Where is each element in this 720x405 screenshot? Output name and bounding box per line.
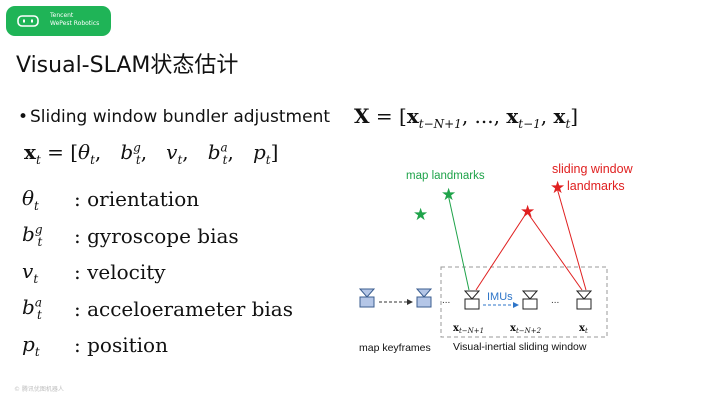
- bullet-marker: •: [18, 107, 29, 127]
- bullet-text: Sliding window bundler adjustment: [30, 107, 331, 127]
- var-description: : position: [74, 333, 168, 358]
- state-window-equation: X = [xt−N+1, ..., xt−1, xt]: [354, 104, 578, 131]
- frame-label-base: x: [579, 323, 586, 334]
- logo-line-2: WePest Robotics: [50, 20, 100, 27]
- eq-X-sep-2: ,: [540, 104, 554, 128]
- eq-x-eq: = [: [40, 140, 79, 164]
- variable-row: vt : velocity: [22, 254, 293, 291]
- robot-logo-icon: [17, 15, 39, 27]
- eq-x-term-p: p: [252, 140, 266, 164]
- eq-x-comma: ,: [227, 140, 253, 164]
- frame-label: xt−N+2: [510, 323, 542, 335]
- state-vector-equation: xt = [θt, bgt, vt, bat, pt]: [24, 140, 278, 167]
- variable-row: bgt : gyroscope bias: [22, 218, 293, 255]
- eq-X-term-3-sub: t: [565, 117, 571, 131]
- sliding-window-diagram: map landmarks sliding window landmarks ★…: [358, 162, 634, 354]
- ellipsis: ...: [442, 295, 450, 306]
- var-description: : acceloerameter bias: [74, 296, 293, 321]
- variable-row: bat : acceloerameter bias: [22, 291, 293, 328]
- variable-row: pt : position: [22, 327, 293, 364]
- frame-label: xt: [579, 323, 588, 335]
- eq-x-term-ba: b: [207, 140, 221, 164]
- eq-x-lhs-sub: t: [35, 153, 41, 167]
- frame-label-sub: t: [585, 327, 588, 335]
- sliding-window-label: Visual-inertial sliding window: [453, 341, 587, 353]
- frame-label-sub: t−N+1: [459, 327, 484, 335]
- window-frame-icon: [575, 290, 593, 310]
- footer-copyright: © 腾讯优图机器人: [14, 386, 64, 393]
- logo-text: Tencent WePest Robotics: [50, 12, 99, 28]
- eq-X-term-2: x: [506, 104, 519, 128]
- eq-X-close: ]: [570, 104, 579, 128]
- var-symbol: p: [22, 331, 35, 356]
- eq-X-open: = [: [369, 104, 407, 128]
- var-description: : orientation: [74, 187, 200, 212]
- eq-x-term-bg-sub: t: [135, 153, 141, 167]
- var-description: : gyroscope bias: [74, 223, 239, 248]
- eq-x-comma: ,: [94, 140, 121, 164]
- var-symbol: b: [22, 222, 35, 247]
- var-symbol-sup: a: [34, 295, 42, 310]
- frame-label-sub: t−N+2: [516, 327, 542, 335]
- eq-x-term-v: v: [166, 140, 178, 164]
- map-landmark-star-icon: ★: [413, 205, 428, 225]
- imus-label: IMUs: [487, 291, 513, 303]
- eq-x-comma: ,: [182, 140, 208, 164]
- eq-x-close: ]: [270, 140, 279, 164]
- map-keyframes-label: map keyframes: [359, 342, 431, 354]
- logo-line-1: Tencent: [50, 12, 74, 19]
- eq-X-lhs: X: [354, 104, 370, 128]
- eq-x-term-bg: b: [120, 140, 134, 164]
- window-frame-icon: [521, 290, 539, 310]
- eq-X-term-1-sub: t−N+1: [418, 117, 462, 131]
- eq-X-term-3: x: [553, 104, 566, 128]
- eq-x-term-v-sub: t: [177, 153, 183, 167]
- var-symbol-sup: g: [34, 222, 43, 237]
- eq-x-comma: ,: [140, 140, 167, 164]
- sliding-observation-line: [526, 211, 583, 291]
- variable-definitions: θt: orientation bgt: gyroscope bias vt: …: [22, 181, 293, 364]
- tencent-logo: Tencent WePest Robotics: [6, 6, 111, 36]
- sliding-landmark-star-icon: ★: [550, 178, 565, 198]
- bullet-item: •Sliding window bundler adjustment: [18, 107, 330, 127]
- sliding-observation-line: [475, 211, 528, 291]
- var-symbol-sub: t: [34, 344, 40, 359]
- eq-X-term-1: x: [406, 104, 419, 128]
- eq-x-lhs: x: [24, 140, 36, 164]
- var-symbol: b: [22, 295, 35, 320]
- map-keyframe-icon: [415, 288, 433, 308]
- sliding-observation-line: [556, 187, 587, 291]
- eq-x-term-ba-sub: t: [222, 153, 228, 167]
- eq-x-term-p-sub: t: [265, 153, 271, 167]
- sliding-landmarks-label-1: sliding window: [552, 162, 634, 176]
- window-frame-icon: [463, 290, 481, 310]
- var-symbol-sub: t: [36, 308, 42, 323]
- var-symbol: θ: [22, 185, 35, 210]
- eq-X-sep-1: , ...,: [461, 104, 507, 128]
- eq-x-term-theta: θ: [78, 140, 91, 164]
- var-symbol: v: [22, 258, 34, 283]
- eq-x-term-bg-sup: g: [133, 140, 141, 155]
- eq-x-term-theta-sub: t: [90, 153, 95, 167]
- frame-label: xt−N+1: [453, 323, 484, 335]
- var-symbol-sub: t: [37, 235, 43, 250]
- var-symbol-sub: t: [33, 271, 39, 286]
- slide-title: Visual-SLAM状态估计: [16, 53, 239, 78]
- map-landmarks-label: map landmarks: [406, 170, 485, 182]
- var-description: : velocity: [74, 260, 166, 285]
- frame-label-base: x: [510, 323, 517, 334]
- frame-label-base: x: [453, 323, 460, 334]
- map-observation-line: [447, 193, 470, 291]
- map-keyframe-icon: [358, 288, 376, 308]
- eq-x-term-ba-sup: a: [220, 140, 228, 155]
- var-symbol-sub: t: [34, 198, 39, 213]
- sliding-window-box: [440, 266, 608, 338]
- ellipsis: ...: [551, 295, 559, 306]
- variable-row: θt : orientation: [22, 181, 293, 218]
- sliding-landmarks-label-2: landmarks: [567, 179, 625, 193]
- eq-X-term-2-sub: t−1: [518, 117, 541, 131]
